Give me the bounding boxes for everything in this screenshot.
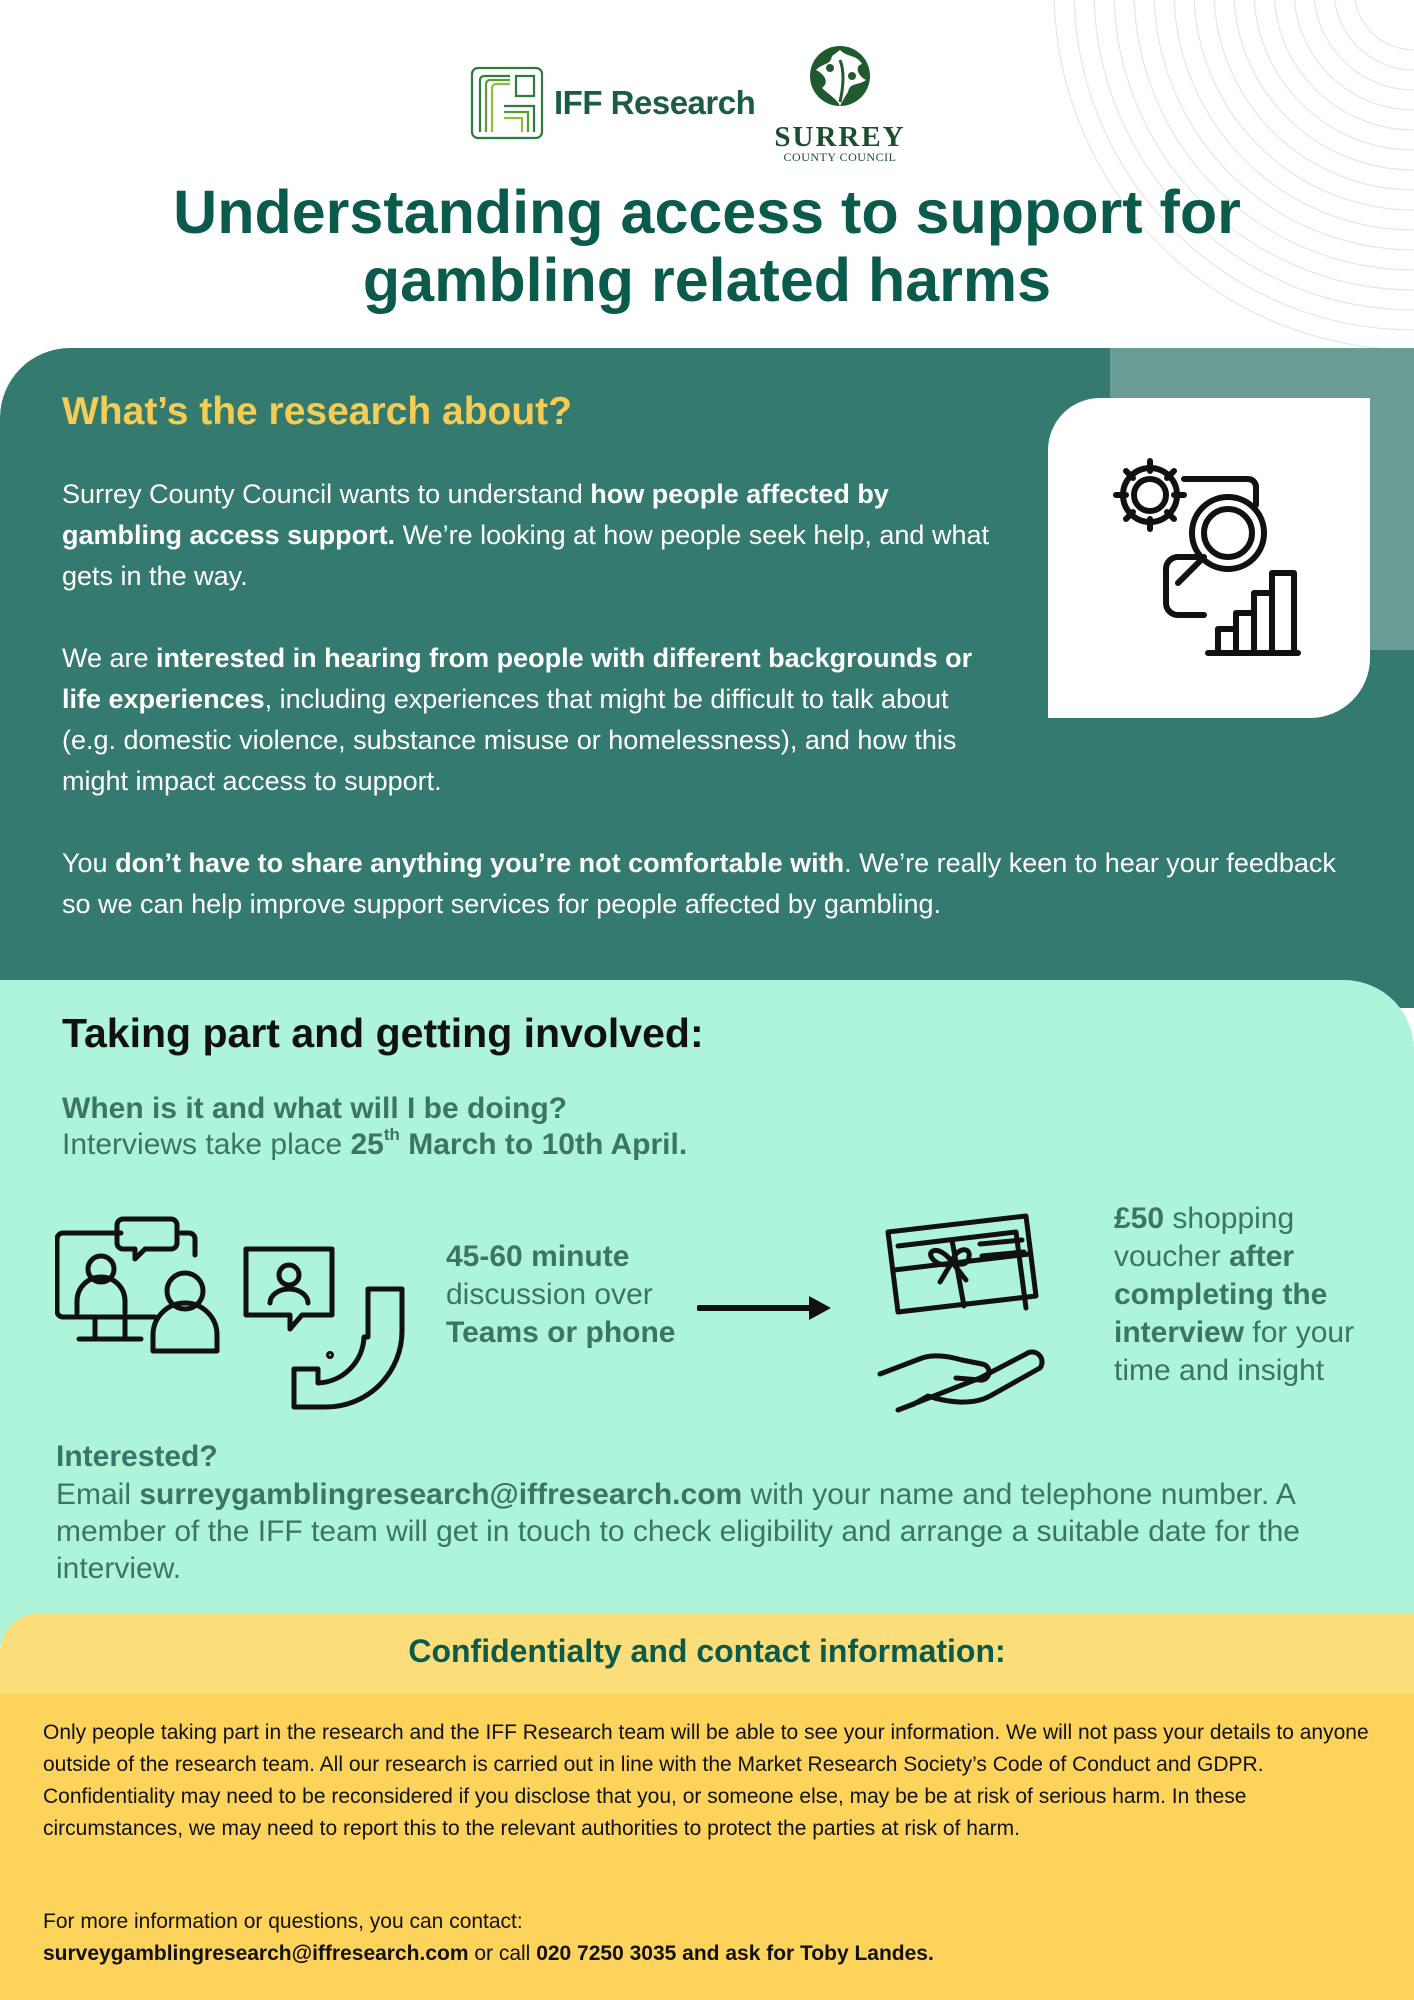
taking-part-heading: Taking part and getting involved: — [62, 1010, 704, 1056]
confidentiality-heading: Confidentialty and contact information: — [408, 1633, 1006, 1669]
confidentiality-paragraph: Only people taking part in the research … — [43, 1721, 1369, 1840]
text: Interviews take place — [62, 1128, 351, 1161]
text: We’re looking at how people seek help, a… — [62, 520, 989, 591]
iff-research-logo: IFF Research — [470, 66, 756, 140]
iff-mark-icon — [470, 66, 544, 140]
arrow-right-icon — [697, 1296, 831, 1320]
text: 25 — [350, 1128, 384, 1161]
when-answer: Interviews take place 25th March to 10th… — [62, 1125, 688, 1162]
surrey-county-council-logo: SURREY COUNTY COUNCIL — [770, 36, 910, 163]
gear-magnifier-chart-icon — [1113, 458, 1301, 656]
interested-question: Interested? — [56, 1440, 218, 1473]
confidentiality-section: Only people taking part in the research … — [0, 1693, 1414, 2000]
when-question: When is it and what will I be doing? — [62, 1092, 567, 1125]
text: March to 10th April. — [399, 1128, 688, 1161]
phone-chat-icon — [243, 1246, 405, 1410]
research-paragraph-3: You don’t have to share anything you’re … — [62, 843, 1342, 925]
contact-email-link[interactable]: surveygamblingresearch@iffresearch.com — [43, 1942, 469, 1965]
emphasis: Teams or phone — [446, 1316, 676, 1349]
text: We are — [62, 643, 157, 673]
contact-phone: 020 7250 3035 and ask for Toby Landes. — [536, 1942, 934, 1965]
taking-part-section: Taking part and getting involved: When i… — [0, 980, 1414, 1645]
contact-paragraph: For more information or questions, you c… — [43, 1906, 1383, 1970]
text: , including experiences that might be di… — [62, 684, 957, 796]
emphasis: after completing the interview — [1114, 1240, 1328, 1349]
text: . We’re really keen to hear your feedbac… — [62, 848, 1336, 919]
surrey-logo-subtitle: COUNTY COUNCIL — [783, 150, 897, 164]
interested-answer: Email surreygamblingresearch@iffresearch… — [56, 1476, 1376, 1587]
text: Email — [56, 1478, 140, 1511]
text: or call — [468, 1942, 537, 1965]
discussion-description: 45-60 minute discussion over Teams or ph… — [446, 1238, 676, 1352]
research-section: What’s the research about? Surrey County… — [0, 348, 1414, 1008]
contact-intro: For more information or questions, you c… — [43, 1910, 523, 1933]
ordinal-suffix: th — [383, 1125, 400, 1144]
emphasis: don’t have to share anything you’re not … — [115, 848, 845, 878]
surrey-logo-name: SURREY — [774, 121, 906, 153]
research-paragraph-2: We are interested in hearing from people… — [62, 638, 1002, 802]
iff-logo-text: IFF Research — [554, 84, 756, 121]
page-title: Understanding access to support for gamb… — [173, 178, 1241, 314]
text: You — [62, 848, 116, 878]
emphasis: £50 — [1114, 1202, 1165, 1235]
research-heading: What’s the research about? — [62, 390, 572, 433]
text: Surrey County Council wants to understan… — [62, 479, 591, 509]
video-call-icon — [55, 1216, 220, 1354]
contact-email-link[interactable]: surreygamblingresearch@iffresearch.com — [139, 1478, 743, 1511]
header: IFF Research SURREY COUNTY COUNCIL Under… — [0, 0, 1414, 350]
text: with your name and telephone number. A m… — [56, 1478, 1300, 1585]
confidentiality-header-band: Confidentialty and contact information: — [0, 1613, 1414, 1695]
emphasis: 45-60 minute — [446, 1240, 630, 1273]
emphasis: how people affected by gambling access s… — [62, 479, 889, 550]
research-paragraph-1: Surrey County Council wants to understan… — [62, 474, 992, 597]
text: shopping voucher — [1114, 1202, 1295, 1273]
research-icon-card — [1048, 398, 1370, 718]
text: discussion over — [446, 1278, 653, 1311]
emphasis: interested in hearing from people with d… — [62, 643, 973, 714]
date-start: 25th March to 10th April. — [350, 1125, 688, 1161]
gift-voucher-icon — [877, 1213, 1045, 1413]
oak-leaf-icon — [810, 46, 870, 106]
text: for your time and insight — [1114, 1316, 1355, 1387]
voucher-description: £50 shopping voucher after completing th… — [1114, 1200, 1374, 1390]
